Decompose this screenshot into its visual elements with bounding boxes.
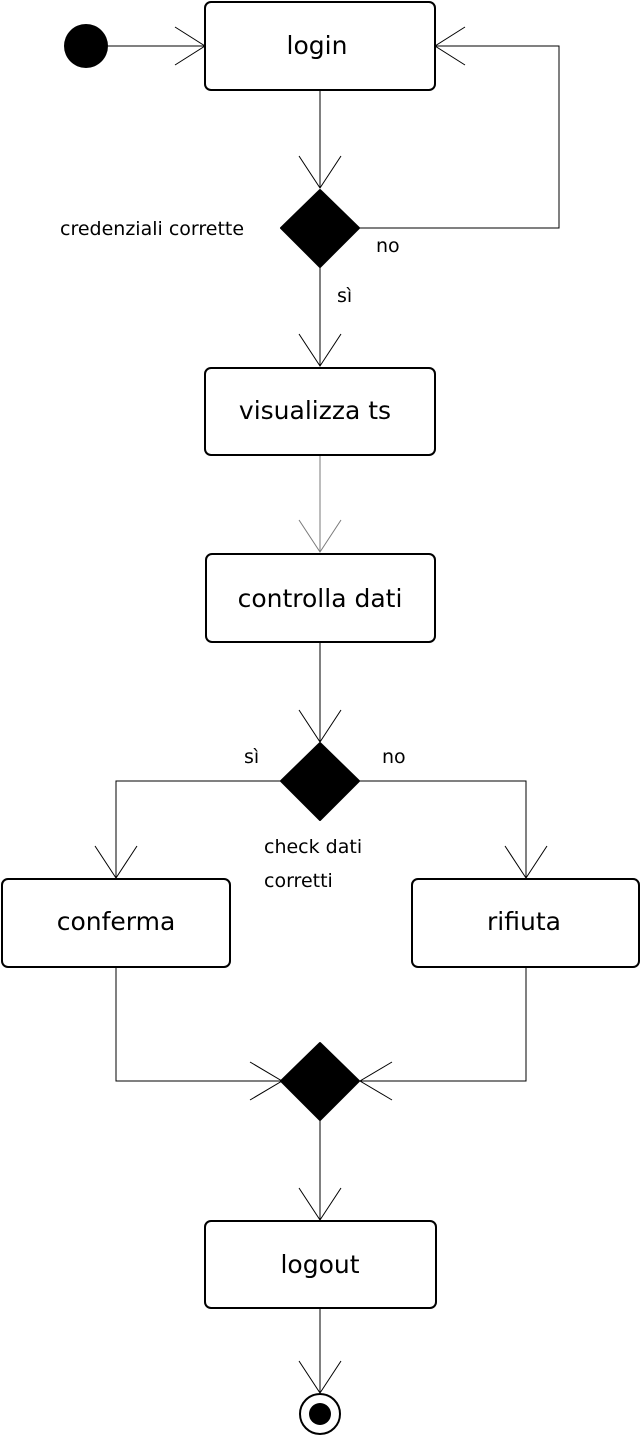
guard-decision2-yes: sì [244,746,259,768]
edge-login-decision1-arrowhead [298,155,342,189]
decision-check-dati-label-line2: corretti [264,870,333,892]
guard-decision2-no: no [382,746,406,768]
decision-check-dati [280,742,360,821]
action-conferma-box [1,878,231,968]
edge-rifiuta-merge [360,967,527,1082]
decision-check-dati-label-line1: check dati [264,836,362,858]
action-login-box [204,1,436,91]
action-login: login [204,1,436,91]
action-logout: logout [204,1220,437,1309]
decision-credenziali [280,189,360,268]
edge-decision2-yes-conferma [115,780,282,878]
action-visualizza-ts-box [204,367,436,456]
edge-decision1-yes-arrowhead [298,333,342,367]
end-node-core [309,1403,331,1425]
action-rifiuta-box [411,878,640,968]
start-node [64,24,108,68]
guard-decision1-no: no [376,235,400,257]
merge-node [280,1042,360,1121]
action-conferma: conferma [1,878,231,968]
action-visualizza-ts: visualizza ts [204,367,436,456]
action-controlla-dati-box [205,553,436,643]
action-rifiuta: rifiuta [411,878,640,968]
action-controlla-dati: controlla dati [205,553,436,643]
action-logout-box [204,1220,437,1309]
action-conferma-label: conferma [57,907,176,936]
edge-decision2-no-rifiuta [358,780,527,878]
action-visualizza-ts-label: visualizza ts [239,396,391,425]
decision-credenziali-label: credenziali corrette [60,218,244,240]
action-controlla-dati-label: controlla dati [238,584,403,613]
edge-visualizza-controlla-arrowhead [298,519,342,553]
action-logout-label: logout [280,1250,359,1279]
end-node [299,1393,341,1435]
action-login-label: login [287,31,348,60]
action-rifiuta-label: rifiuta [487,907,561,936]
edge-conferma-merge [115,967,282,1082]
guard-decision1-yes: sì [337,285,352,307]
edge-decision1-no-loop [358,45,560,229]
